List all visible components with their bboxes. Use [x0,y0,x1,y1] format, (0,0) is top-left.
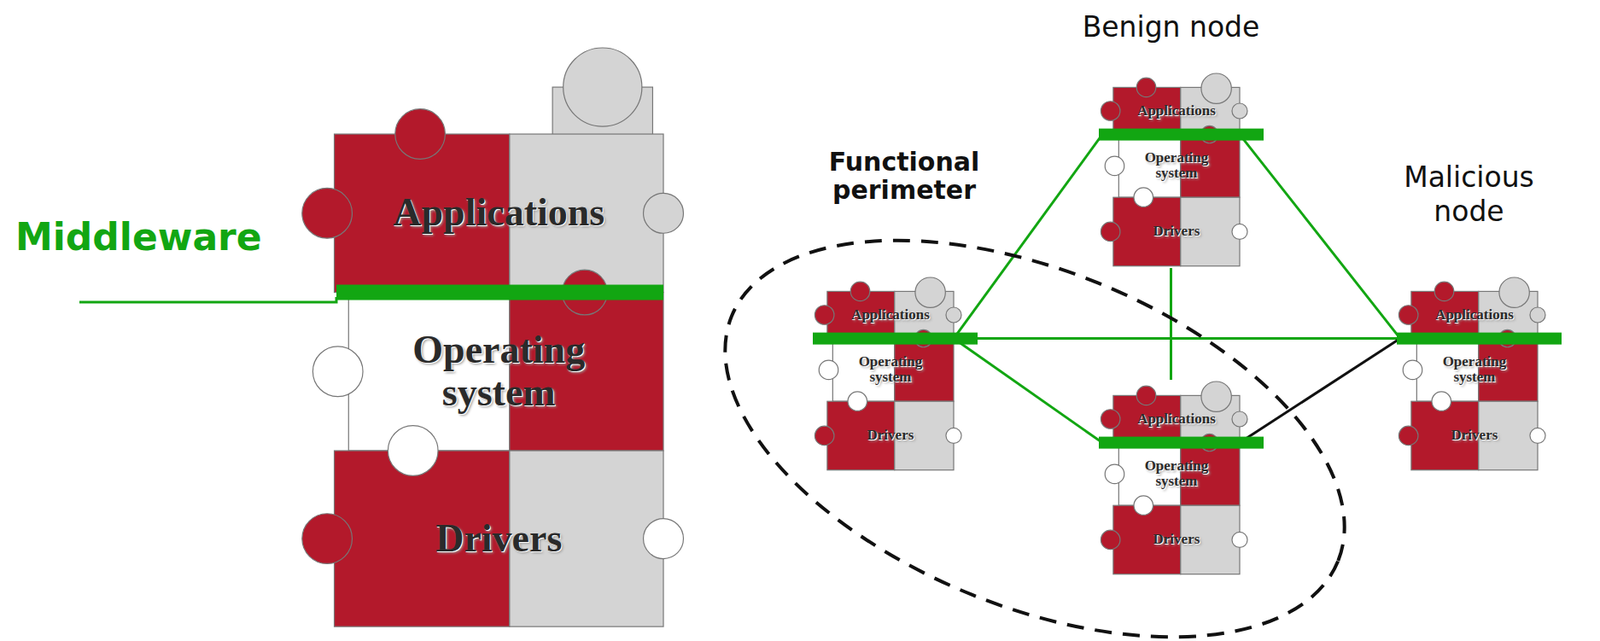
connector [1169,268,1173,380]
dashed-ellipse [668,160,1402,641]
puzzle-pieces [1100,381,1248,575]
layer-label: Drivers [435,517,562,561]
puzzle-knob [302,187,353,239]
puzzle-knob [387,426,438,477]
connector [1239,134,1401,339]
puzzle-knob [1100,409,1121,430]
puzzle-knob [1402,360,1423,380]
puzzle-knob [1398,426,1419,446]
layer-label: Operating system [1128,150,1225,182]
layer-label: Applications [1435,307,1514,324]
perimeter-heading: Functional perimeter [805,147,1003,205]
layer-label: Drivers [1153,223,1201,240]
puzzle-knob [643,519,684,560]
puzzle-knob [1104,156,1125,176]
puzzle-knob [312,346,363,398]
software-stack: ApplicationsOperating systemDrivers [1102,379,1240,577]
puzzle-knob [1232,531,1248,548]
puzzle-knob [915,277,946,308]
layer-label: Operating system [1426,354,1523,386]
puzzle-knob [563,47,643,127]
puzzle-pieces [1100,73,1248,267]
layer-label: Drivers [1451,427,1499,444]
middleware-leader [79,297,337,303]
puzzle-knob [1529,307,1546,323]
layer-label: Applications [1137,411,1216,428]
puzzle-knob [1136,77,1157,98]
software-stack: Benign nodeApplicationsOperating systemD… [1102,71,1240,269]
puzzle-knob [1232,223,1248,240]
layer-label: Drivers [867,427,915,444]
puzzle-knob [1136,385,1157,406]
puzzle-knob [1104,464,1125,485]
layer-label: Applications [1137,103,1216,120]
connector [953,338,1103,444]
node-heading: Benign node [1060,10,1283,45]
layer-label: Applications [392,191,605,235]
layer-label: Operating system [842,354,939,386]
puzzle-knob [1434,281,1455,302]
puzzle-knob [1232,103,1248,119]
puzzle-pieces [814,277,962,471]
middleware-bar [812,332,978,345]
puzzle-knob [1232,411,1248,427]
puzzle-knob [1201,381,1232,412]
puzzle-knob [945,427,962,444]
layer-label: Operating system [374,328,623,415]
puzzle-pieces [1398,277,1546,471]
perimeter-ellipse: Functional perimeterApplicationsOperatin… [724,240,1345,637]
software-stack: ApplicationsOperating systemDrivers [816,275,954,473]
puzzle-knob [1431,391,1452,412]
puzzle-knob [814,426,835,446]
puzzle-knob [1100,221,1121,242]
puzzle-knob [1398,305,1419,326]
puzzle-knob [814,305,835,326]
puzzle-knob [302,513,353,565]
middleware-label: Middleware [15,215,263,259]
connector [1239,338,1401,444]
puzzle-pieces [302,47,684,627]
puzzle-knob [945,307,962,323]
node-heading: Malicious node [1383,160,1555,228]
puzzle-knob [1100,101,1121,122]
puzzle-knob [1133,187,1154,208]
layer-label: Operating system [1128,458,1225,491]
puzzle-knob [1499,277,1530,308]
puzzle-knob [818,360,839,380]
software-stack: ApplicationsOperating systemDrivers [305,46,664,633]
layer-label: Drivers [1153,531,1201,549]
connector [953,337,1401,340]
layer-label: Applications [851,307,930,324]
puzzle-knob [1100,530,1121,550]
puzzle-knob [643,192,684,234]
middleware-bar [1098,437,1264,450]
puzzle-knob [1201,73,1232,104]
puzzle-knob [395,109,446,160]
software-stack: Malicious nodeApplicationsOperating syst… [1400,275,1538,473]
puzzle-knob [847,391,868,412]
puzzle-knob [850,281,871,302]
puzzle-knob [1529,427,1546,444]
puzzle-knob [1133,496,1154,516]
middleware-bar [336,285,664,301]
middleware-bar [1098,128,1264,141]
middleware-bar [1396,332,1562,345]
